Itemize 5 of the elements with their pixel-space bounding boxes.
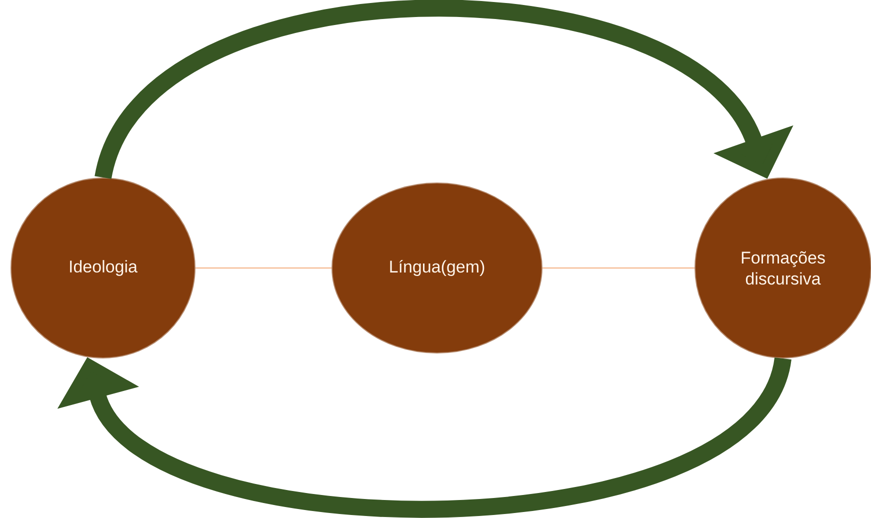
ellipse-node: Formações discursiva	[694, 177, 871, 358]
curved-arrow	[57, 355, 791, 518]
ellipse-node: Língua(gem)	[332, 182, 542, 354]
ellipse-node: Ideologia	[10, 177, 196, 358]
curved-arrow	[95, 0, 794, 181]
